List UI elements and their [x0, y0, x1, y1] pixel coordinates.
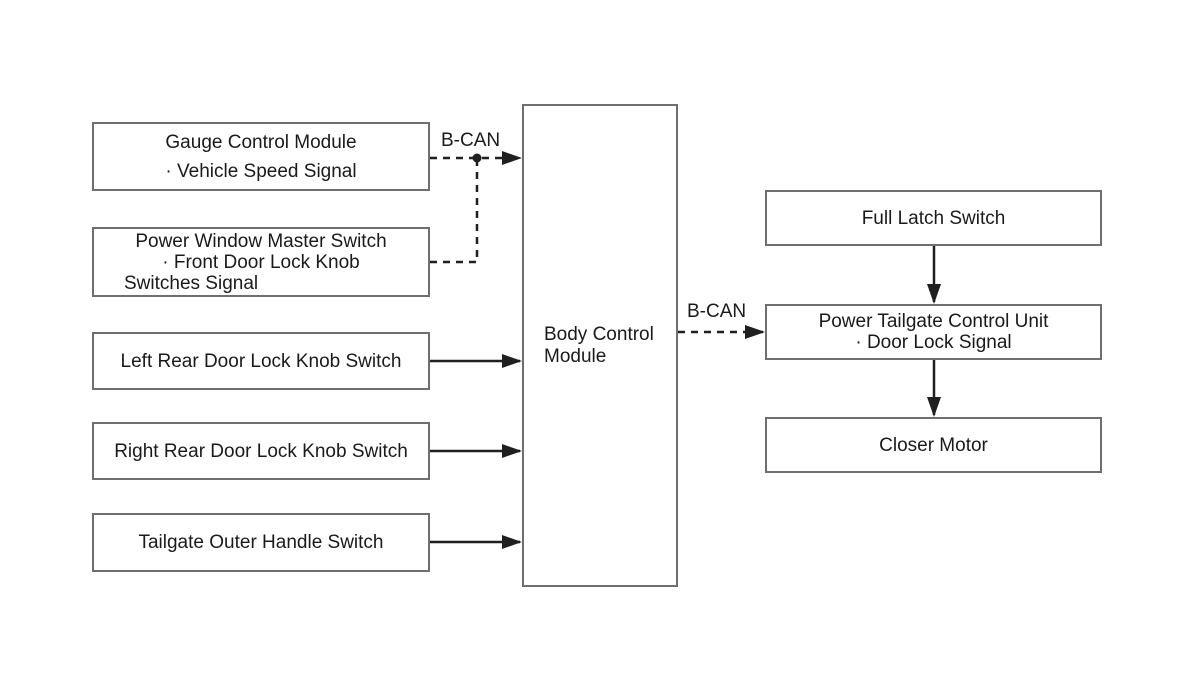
node-signal: · Front Door Lock Knob [162, 251, 360, 273]
node-title: Body Control [544, 323, 654, 345]
edge-pwms-to-junction [430, 162, 479, 264]
bcan-bus-label-left: B-CAN [441, 130, 501, 151]
bus-junction-dot [472, 153, 482, 163]
bcan-bus-label-right: B-CAN [687, 301, 747, 322]
node-power-window-master-switch: Power Window Master Switch · Front Door … [92, 227, 430, 297]
node-signal: · Vehicle Speed Signal [165, 160, 357, 182]
node-title: Power Tailgate Control Unit [818, 311, 1049, 332]
node-title: Gauge Control Module [165, 131, 357, 153]
node-title: Full Latch Switch [861, 207, 1006, 229]
node-body-control-module: Body Control Module [522, 104, 678, 587]
node-signal-wrap: Switches Signal [124, 272, 259, 294]
node-title-wrap: Module [544, 345, 607, 367]
node-right-rear-door-lock-knob-switch: Right Rear Door Lock Knob Switch [92, 422, 430, 480]
node-title: Power Window Master Switch [135, 230, 387, 252]
node-full-latch-switch: Full Latch Switch [765, 190, 1102, 246]
node-signal: · Door Lock Signal [855, 332, 1012, 353]
node-title: Right Rear Door Lock Knob Switch [114, 440, 408, 462]
node-power-tailgate-control-unit: Power Tailgate Control Unit · Door Lock … [765, 304, 1102, 360]
node-left-rear-door-lock-knob-switch: Left Rear Door Lock Knob Switch [92, 332, 430, 390]
node-title: Tailgate Outer Handle Switch [138, 532, 384, 553]
node-gauge-control-module: Gauge Control Module · Vehicle Speed Sig… [92, 122, 430, 191]
node-title: Left Rear Door Lock Knob Switch [120, 350, 402, 372]
node-closer-motor: Closer Motor [765, 417, 1102, 473]
node-tailgate-outer-handle-switch: Tailgate Outer Handle Switch [92, 513, 430, 572]
node-title: Closer Motor [879, 434, 988, 456]
